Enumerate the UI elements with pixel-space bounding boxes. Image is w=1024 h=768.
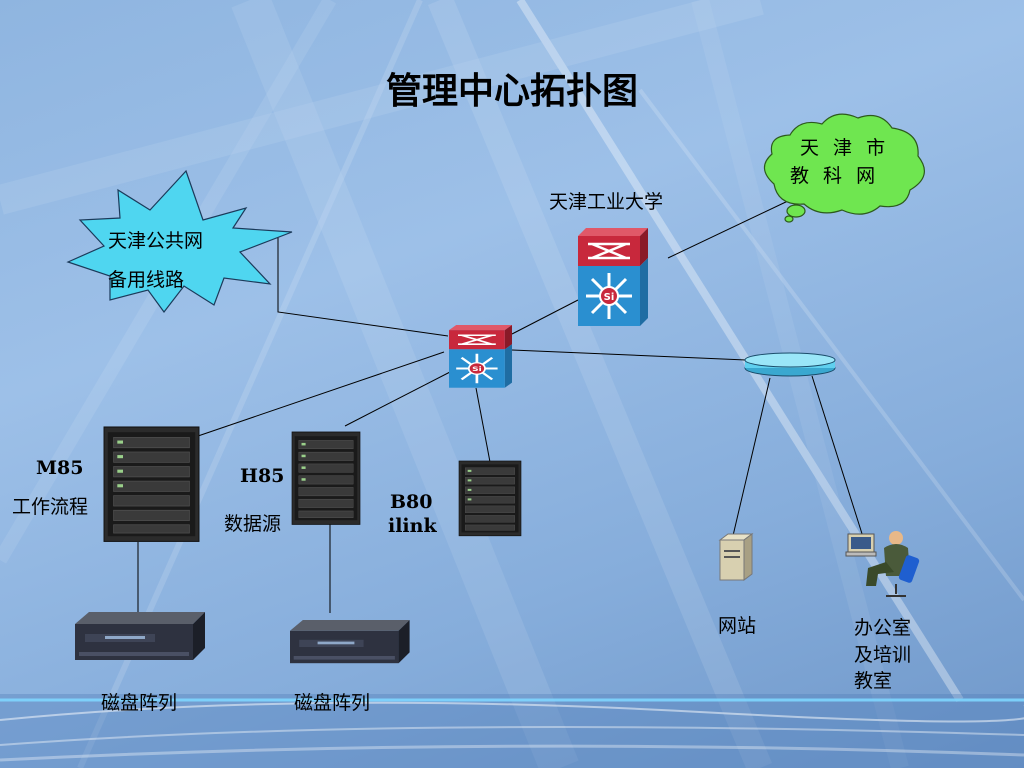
university-label: 天津工业大学 xyxy=(549,191,664,213)
website-pc-tower-icon xyxy=(718,533,754,581)
university-switch-icon xyxy=(576,226,650,328)
education-network-label-2: 教 科 网 xyxy=(790,165,880,187)
b80-name-label: B80 xyxy=(390,491,433,513)
h85-desc-label: 数据源 xyxy=(224,513,282,535)
network-hub-icon xyxy=(744,352,836,377)
disk-array-1-icon xyxy=(75,612,205,660)
education-network-cloud xyxy=(763,113,925,223)
m85-server-icon xyxy=(103,426,200,542)
office-label-1: 办公室 xyxy=(854,617,912,639)
public-network-label-1: 天津公共网 xyxy=(108,230,204,252)
core-switch-icon xyxy=(447,323,514,390)
disk-array-2-label: 磁盘阵列 xyxy=(294,692,371,714)
b80-server-icon xyxy=(458,460,522,537)
office-worker-icon xyxy=(845,531,920,597)
disk-array-1-label: 磁盘阵列 xyxy=(101,692,178,714)
public-network-label-2: 备用线路 xyxy=(108,269,185,291)
disk-array-2-icon xyxy=(290,620,410,664)
h85-name-label: H85 xyxy=(240,465,285,487)
office-label-3: 教室 xyxy=(854,670,893,692)
h85-server-icon xyxy=(291,431,361,525)
m85-desc-label: 工作流程 xyxy=(12,496,89,518)
education-network-label-1: 天 津 市 xyxy=(800,137,890,159)
page-title: 管理中心拓扑图 xyxy=(385,71,638,112)
public-network-starburst xyxy=(66,169,293,314)
m85-name-label: M85 xyxy=(36,457,84,479)
b80-desc-label: ilink xyxy=(388,515,437,537)
office-label-2: 及培训 xyxy=(854,644,912,666)
website-label: 网站 xyxy=(718,615,757,637)
